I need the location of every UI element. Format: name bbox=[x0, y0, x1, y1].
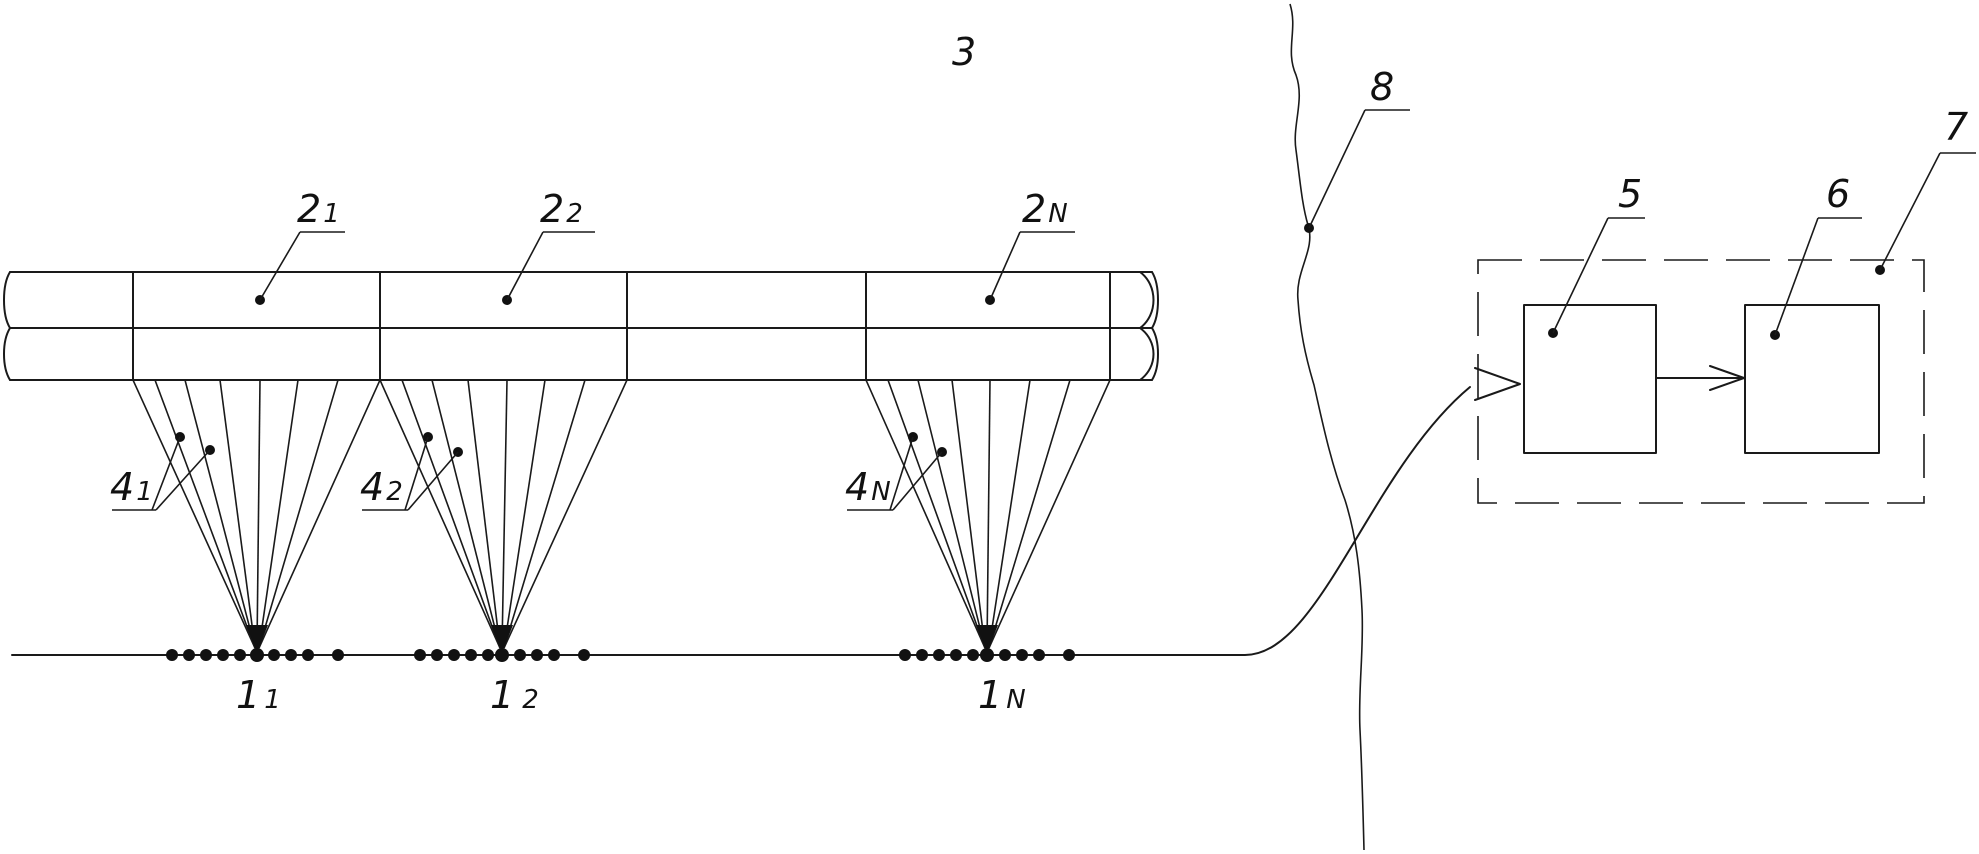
svg-text:41: 41 bbox=[110, 465, 153, 509]
pipe-section-label: 2 bbox=[297, 187, 321, 231]
sensor-label-n: 1N bbox=[978, 673, 1026, 717]
block-5-callout: 5 bbox=[1548, 172, 1645, 338]
svg-text:4N: 4N bbox=[845, 465, 891, 509]
svg-text:42: 42 bbox=[360, 465, 403, 509]
svg-text:5: 5 bbox=[1618, 172, 1642, 216]
pipe-section-label: 2 bbox=[540, 187, 564, 231]
pipe-section-subscript: 2 bbox=[566, 199, 583, 229]
ray-group-label: 4 bbox=[360, 465, 384, 509]
svg-text:22: 22 bbox=[540, 187, 583, 231]
pipe-section-label: 2 bbox=[1022, 187, 1046, 231]
sensor-subscript: 1 bbox=[264, 685, 281, 715]
sensor-label-1: 11 bbox=[236, 673, 281, 717]
ray-group-subscript: 2 bbox=[386, 477, 403, 507]
sensor-label: 1 bbox=[236, 673, 260, 717]
block-6 bbox=[1745, 305, 1879, 453]
ray-group-callout-n: 4N bbox=[845, 432, 947, 510]
sensor-label: 1 bbox=[978, 673, 1002, 717]
pipe-section-subscript: 1 bbox=[323, 199, 340, 229]
svg-text:21: 21 bbox=[297, 187, 340, 231]
ray-group-subscript: N bbox=[871, 477, 890, 507]
ray-fan-n bbox=[866, 380, 1110, 653]
pipe-section-callout-1: 21 bbox=[255, 187, 345, 305]
svg-text:7: 7 bbox=[1944, 105, 1968, 149]
svg-text:8: 8 bbox=[1370, 65, 1394, 109]
svg-text:6: 6 bbox=[1826, 172, 1850, 216]
ray-fan-2 bbox=[380, 380, 627, 653]
sensor-subscript: N bbox=[1006, 685, 1025, 715]
ray-fan-1 bbox=[133, 380, 380, 653]
sensor-label-2: 12 bbox=[490, 673, 539, 717]
boundary-line bbox=[1290, 4, 1364, 850]
region-label: 3 bbox=[952, 30, 976, 74]
ray-group-subscript: 1 bbox=[136, 477, 153, 507]
sensor-label: 1 bbox=[490, 673, 514, 717]
enclosure-callout: 7 bbox=[1875, 105, 1976, 275]
boundary-callout: 8 bbox=[1304, 65, 1410, 233]
pipe bbox=[4, 272, 1158, 380]
enclosure-box bbox=[1478, 260, 1924, 503]
ray-group-label: 4 bbox=[845, 465, 869, 509]
arrow-head-icon bbox=[1475, 368, 1520, 400]
pipe-section-callout-2: 22 bbox=[502, 187, 595, 305]
ray-group-label: 4 bbox=[110, 465, 134, 509]
block-5 bbox=[1524, 305, 1656, 453]
signal-cable bbox=[12, 387, 1470, 655]
pipe-section-subscript: N bbox=[1048, 199, 1067, 229]
svg-text:2N: 2N bbox=[1022, 187, 1068, 231]
block-6-callout: 6 bbox=[1770, 172, 1862, 340]
pipe-section-callout-n: 2N bbox=[985, 187, 1075, 305]
sensor-subscript: 2 bbox=[522, 685, 539, 715]
